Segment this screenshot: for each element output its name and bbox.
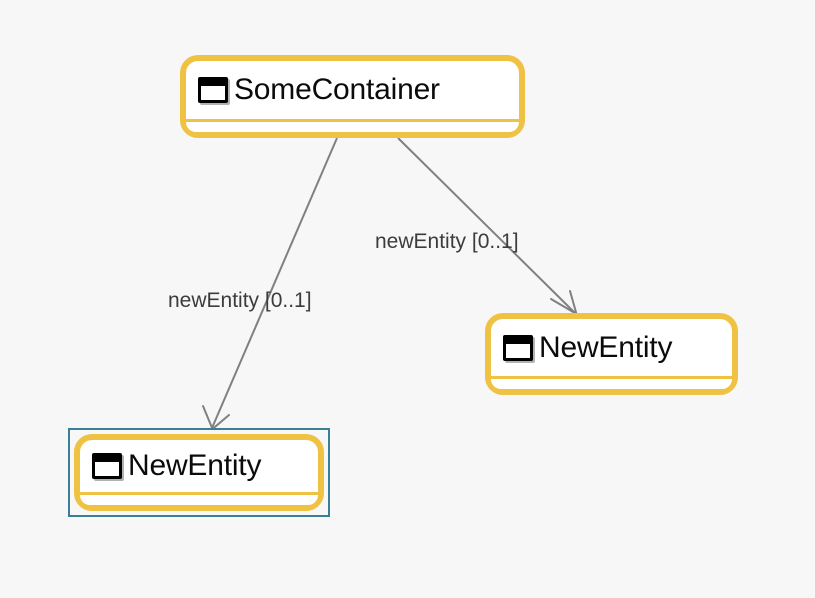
edge-label-to-left-entity[interactable]: newEntity [0..1]	[168, 289, 312, 312]
node-compartment	[186, 119, 519, 132]
container-window-icon	[92, 453, 122, 479]
node-label: SomeContainer	[234, 73, 440, 106]
node-label: NewEntity	[128, 449, 262, 482]
node-header: NewEntity	[80, 440, 318, 492]
node-new-entity-left[interactable]: NewEntity	[74, 434, 324, 511]
node-label: NewEntity	[539, 330, 673, 364]
node-new-entity-right[interactable]: NewEntity	[485, 313, 738, 395]
node-compartment	[491, 376, 732, 389]
edge-to-left-entity-line	[202, 137, 338, 430]
node-header: NewEntity	[491, 319, 732, 376]
container-window-icon	[198, 77, 228, 103]
container-window-icon	[503, 334, 533, 361]
edge-to-right-entity-line	[397, 137, 578, 315]
node-compartment	[80, 492, 318, 505]
edge-label-to-right-entity[interactable]: newEntity [0..1]	[375, 230, 519, 253]
selection-frame[interactable]	[68, 428, 330, 517]
node-header: SomeContainer	[186, 61, 519, 119]
node-some-container[interactable]: SomeContainer	[180, 55, 525, 138]
